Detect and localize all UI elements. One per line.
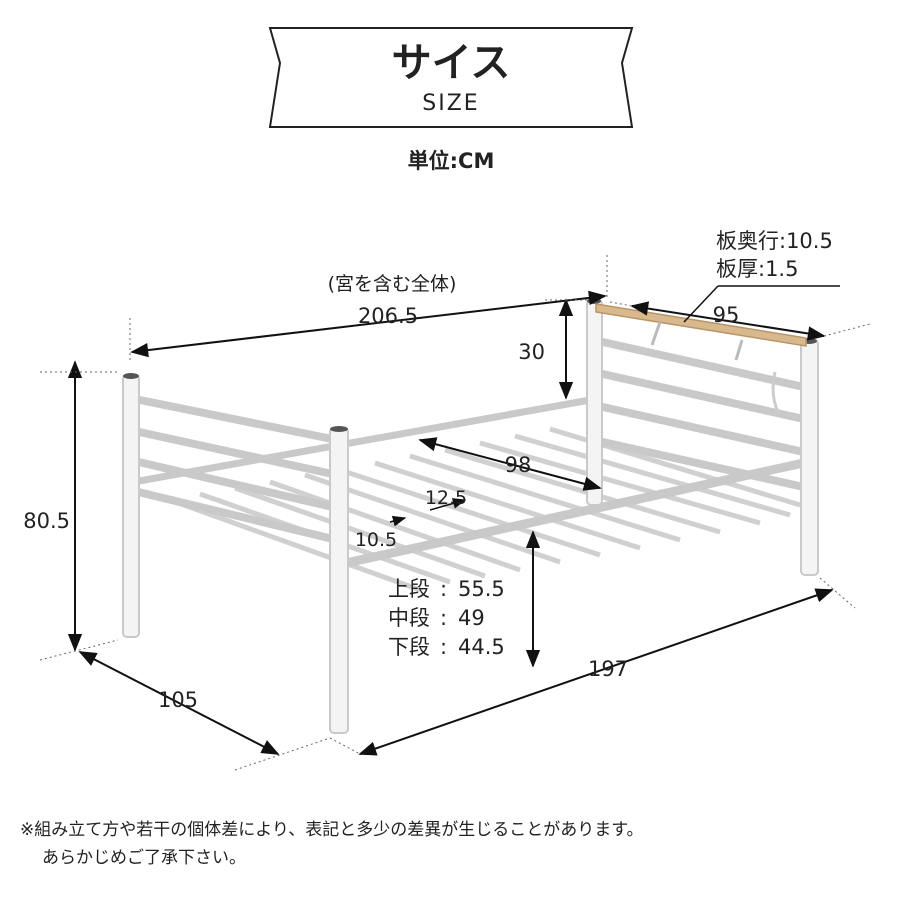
svg-text::: :: [440, 635, 447, 659]
total-length-note: (宮を含む全体): [328, 273, 457, 295]
floor-height-middle-label: 中段: [388, 606, 430, 630]
length-label: 197: [588, 657, 628, 681]
floor-height-middle-value: 49: [458, 606, 485, 630]
floor-height-bottom-label: 下段: [388, 635, 430, 659]
width-label: 105: [158, 688, 198, 712]
floor-height-top-value: 55.5: [458, 577, 505, 601]
title-banner: サイス SIZE: [268, 27, 634, 128]
height-label: 80.5: [23, 509, 70, 533]
slat-width-label: 12.5: [425, 487, 467, 509]
shelf-depth-label: 板奥行:10.5: [716, 229, 833, 253]
unit-label: 単位:CM: [408, 149, 495, 173]
total-length-label: 206.5: [358, 304, 418, 328]
inner-width-label: 98: [505, 453, 532, 477]
footnote-line1: ※組み立て方や若干の個体差により、表記と多少の差異が生じることがあります。: [20, 820, 644, 840]
floor-height-bottom-value: 44.5: [458, 635, 505, 659]
svg-text::: :: [440, 577, 447, 601]
dimension-lines: [39, 255, 871, 771]
svg-text::: :: [440, 606, 447, 630]
slat-gap-label: 10.5: [355, 529, 397, 551]
shelf-width-label: 95: [713, 303, 740, 327]
headboard-height-label: 30: [518, 340, 545, 364]
floor-height-top-label: 上段: [388, 577, 430, 601]
subtitle-text: SIZE: [422, 91, 479, 116]
floor-height-list: 上段 : 55.5 中段 : 49 下段 : 44.5: [388, 577, 505, 659]
footnote-line2: あらかじめご了承下さい。: [42, 848, 246, 868]
bed-illustration: [122, 298, 819, 734]
shelf-thickness-label: 板厚:1.5: [716, 257, 798, 281]
title-text: サイス: [392, 40, 511, 86]
